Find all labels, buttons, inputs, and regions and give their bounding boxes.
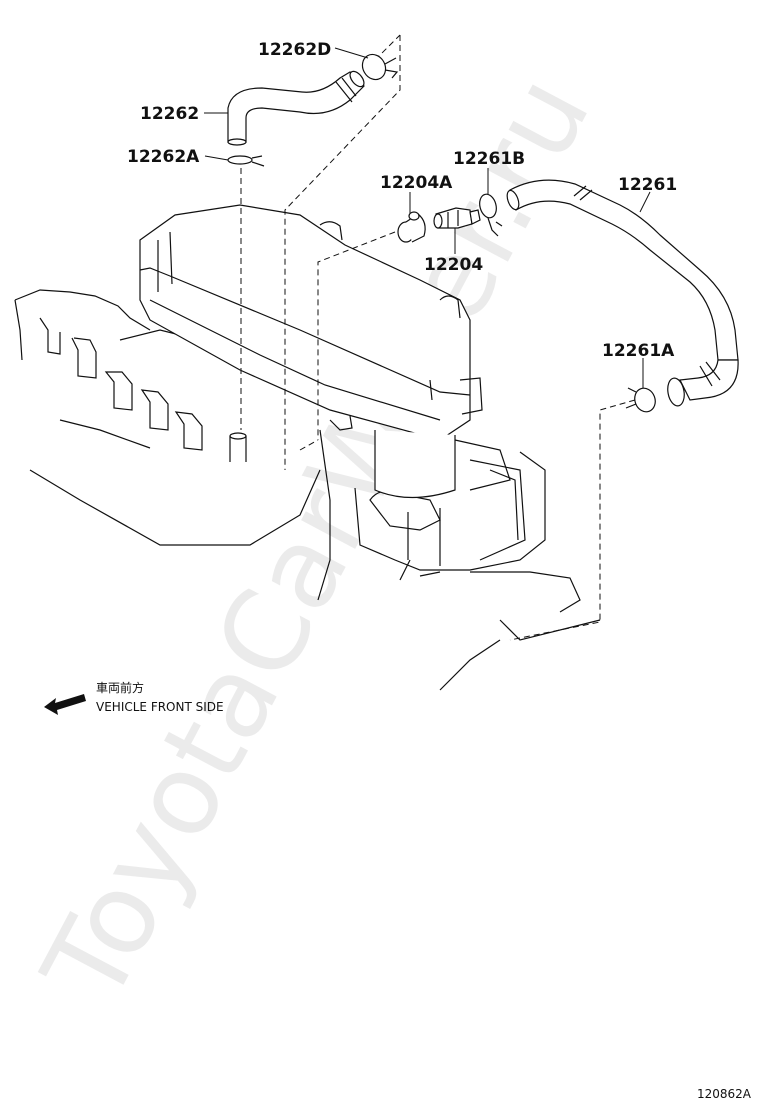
engine-outline (14, 289, 601, 691)
label-12204A: 12204A (380, 173, 453, 193)
pcv-valve-12204 (433, 207, 481, 229)
illustration-code: 120862A (697, 1087, 752, 1101)
front-direction-indicator: 車両前方 VEHICLE FRONT SIDE (44, 680, 224, 715)
clip-12261A (625, 387, 656, 413)
intake-box (139, 204, 511, 499)
leader-lines (204, 47, 651, 388)
clip-12262D (361, 53, 399, 81)
assembly-lines (240, 34, 636, 641)
label-12262A: 12262A (127, 147, 200, 167)
hose-12262 (227, 70, 365, 146)
clip-12262A (227, 155, 265, 167)
label-12262D: 12262D (258, 40, 331, 60)
label-12262: 12262 (140, 104, 199, 124)
direction-japanese: 車両前方 (96, 680, 144, 695)
direction-english: VEHICLE FRONT SIDE (96, 700, 224, 714)
label-12204: 12204 (424, 255, 483, 275)
hose-12261 (506, 179, 739, 407)
clip-12261B (479, 193, 503, 237)
label-12261A: 12261A (602, 341, 675, 361)
grommet-12204A (397, 211, 426, 243)
label-12261B: 12261B (453, 149, 525, 169)
front-arrow-icon (44, 694, 86, 715)
label-12261: 12261 (618, 175, 677, 195)
